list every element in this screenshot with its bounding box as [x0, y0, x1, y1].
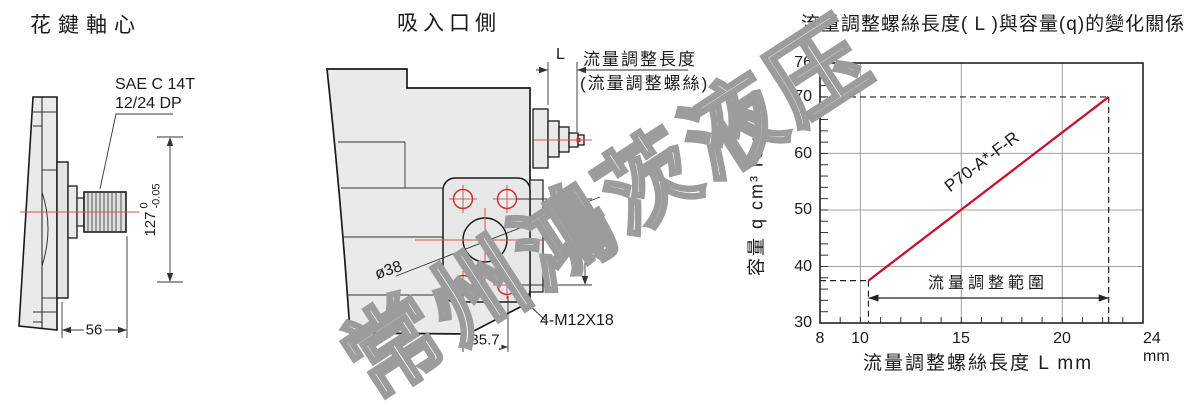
y-axis-tick-label: 60: [794, 145, 812, 162]
spline-teeth: [83, 191, 127, 233]
range-label: 流量調整範圍: [927, 274, 1049, 292]
x-axis-tick-label: 8: [815, 330, 825, 347]
series-label: P70-A*-F-R: [941, 127, 1023, 196]
tolerance-upper: 0: [138, 202, 151, 209]
shaft-height-value: 127: [141, 211, 159, 237]
y-axis-tick-label: 50: [794, 201, 812, 218]
x-axis-tick-label: 20: [1053, 330, 1071, 347]
shaft-height-dimension: 127 0-0.05: [138, 181, 163, 239]
y-axis-tick-label: 76: [794, 54, 812, 71]
middle-view-title: 吸入口側: [397, 12, 501, 35]
spline-spec-line1: SAE C 14T: [115, 76, 196, 93]
spline-shaft-drawing: [18, 96, 140, 331]
screw-length-symbol: L: [556, 46, 565, 63]
protrusion-dimension: 56: [83, 321, 105, 339]
chart-x-axis-label: 流量調整螺絲長度 L mm: [862, 353, 1094, 375]
x-axis-tick-label: 24 mm: [1143, 330, 1170, 365]
x-axis-tick-label: 10: [851, 330, 869, 347]
adjust-screw-label: (流量調整螺絲): [580, 74, 710, 93]
tolerance-lower: -0.05: [150, 183, 162, 209]
y-axis-tick-label: 40: [794, 258, 812, 275]
left-view-dimensions: [61, 113, 183, 338]
y-axis-tick-label: 30: [794, 314, 812, 331]
x-axis-tick-label: 15: [952, 330, 970, 347]
spline-spec-line2: 12/24 DP: [115, 95, 182, 112]
left-view-title: 花鍵軸心: [30, 14, 142, 37]
chart-title: 流量調整螺絲長度( L )與容量(q)的變化關係: [800, 14, 1186, 36]
bolt-thread-spec: 4-M12X18: [540, 312, 614, 329]
y-axis-tick-label: 70: [794, 88, 812, 105]
adjust-length-label: 流量調整長度: [583, 50, 697, 69]
